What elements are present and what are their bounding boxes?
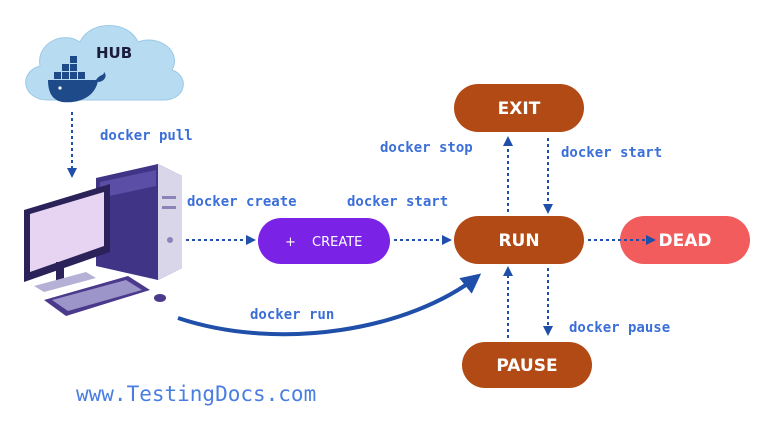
plus-icon: +: [285, 235, 296, 250]
create-state-node[interactable]: + CREATE: [258, 218, 390, 264]
docker-pause-command: docker pause: [569, 320, 670, 336]
docker-run-command: docker run: [250, 307, 334, 323]
exit-state-node[interactable]: EXIT: [454, 84, 584, 132]
run-state-label: RUN: [498, 231, 539, 251]
docker-start-exit-command: docker start: [561, 145, 662, 161]
run-curve-arrow: [177, 273, 482, 337]
run-state-node[interactable]: RUN: [454, 216, 584, 264]
dead-state-label: DEAD: [659, 231, 712, 251]
pause-state-label: PAUSE: [496, 356, 557, 376]
create-state-label: CREATE: [312, 235, 362, 250]
dead-state-node[interactable]: DEAD: [620, 216, 750, 264]
docker-hub-cloud: HUB: [25, 25, 184, 103]
docker-create-command: docker create: [187, 194, 297, 210]
docker-stop-command: docker stop: [380, 140, 473, 156]
docker-start-command: docker start: [347, 194, 448, 210]
computer-illustration: [24, 164, 182, 316]
hub-label: HUB: [96, 44, 132, 62]
pause-state-node[interactable]: PAUSE: [462, 342, 592, 388]
exit-state-label: EXIT: [498, 99, 541, 119]
docker-pull-command: docker pull: [100, 128, 193, 144]
website-url[interactable]: www.TestingDocs.com: [76, 382, 316, 406]
docker-whale-icon: [48, 56, 106, 103]
